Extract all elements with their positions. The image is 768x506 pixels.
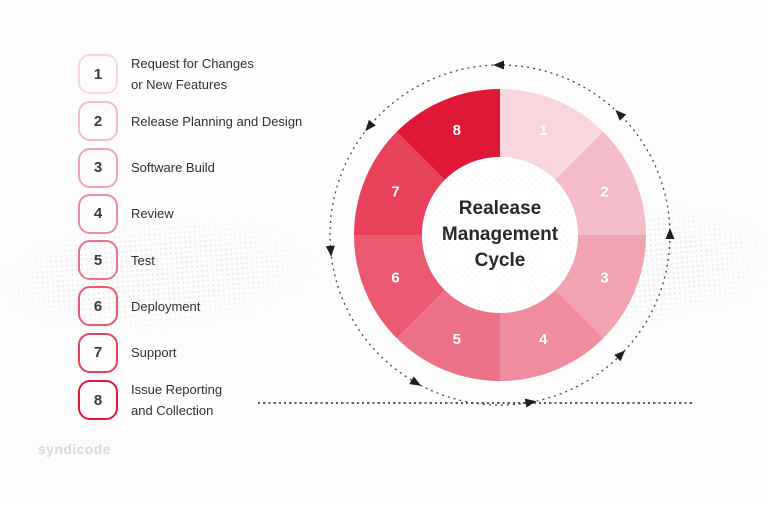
cycle-segment-number: 4 — [539, 331, 548, 348]
step-number-box: 6 — [78, 286, 118, 327]
step-label: Issue Reporting and Collection — [131, 382, 223, 419]
cycle-title: Realease Management Cycle — [441, 198, 559, 271]
steps-list: 1 Request for Changes or New Features 2 Rel… — [78, 53, 302, 427]
cycle-segment-number: 2 — [600, 183, 608, 200]
syndicode-logo: syndicode — [38, 441, 111, 457]
cycle-arrow-icon — [614, 350, 626, 362]
step-label: Software Build — [131, 160, 215, 176]
cycle-segment-1 — [500, 89, 604, 180]
cycle-arrow-icon — [524, 398, 537, 408]
step-number-box: 7 — [78, 332, 118, 373]
step-label: Review — [131, 206, 174, 222]
step-item: 2 Release Planning and Design — [78, 101, 303, 142]
step-item: 3 Software Build — [78, 147, 302, 188]
step-number-box: 3 — [78, 147, 118, 188]
cycle-segment-8 — [396, 89, 500, 180]
cycle-arrow-icon — [615, 109, 627, 121]
cycle-segment-4 — [500, 290, 604, 381]
cycle-arrow-icon — [493, 60, 504, 70]
cycle-segment-5 — [396, 290, 500, 381]
cycle-segment-3 — [555, 235, 646, 339]
cycle-segment-number: 1 — [539, 122, 547, 139]
cycle-donut-chart: 1 2 3 4 5 6 7 8 — [325, 60, 675, 408]
cycle-arrow-icon — [665, 228, 675, 239]
step-item: 8 Issue Reporting and Collection — [78, 379, 302, 421]
step-number-box: 2 — [78, 101, 118, 142]
cycle-arrow-icon — [365, 119, 376, 132]
cycle-center-circle — [422, 157, 578, 313]
step-label: Deployment — [131, 298, 201, 314]
cycle-segment-number: 3 — [600, 270, 608, 287]
cycle-arrow-icon — [409, 376, 422, 386]
step-number-box: 4 — [78, 193, 118, 234]
cycle-segment-number: 7 — [391, 183, 399, 200]
step-label: Request for Changes or New Features — [131, 56, 254, 92]
step-item: 6 Deployment — [78, 286, 302, 327]
step-number-box: 8 — [78, 380, 118, 421]
cycle-segment-7 — [354, 131, 445, 235]
step-label: Test — [131, 252, 155, 268]
step-number-box: 5 — [78, 240, 118, 281]
cycle-arrow-icon — [325, 245, 335, 257]
cycle-segment-6 — [354, 235, 445, 339]
cycle-segment-number: 5 — [453, 331, 461, 348]
step-label: Support — [131, 345, 177, 361]
release-cycle-diagram: 1 2 3 4 5 6 7 8 Realease Management Cycle — [320, 55, 680, 415]
step-item: 7 Support — [78, 332, 302, 373]
step-item: 1 Request for Changes or New Features — [78, 53, 302, 95]
cycle-segment-number: 6 — [391, 270, 399, 287]
bottom-dotted-line — [258, 402, 692, 404]
step-label: Release Planning and Design — [131, 113, 303, 129]
step-number-box: 1 — [78, 54, 118, 94]
cycle-segment-2 — [555, 131, 646, 235]
step-item: 4 Review — [78, 193, 302, 234]
cycle-segment-number: 8 — [453, 122, 461, 139]
step-item: 5 Test — [78, 240, 302, 281]
